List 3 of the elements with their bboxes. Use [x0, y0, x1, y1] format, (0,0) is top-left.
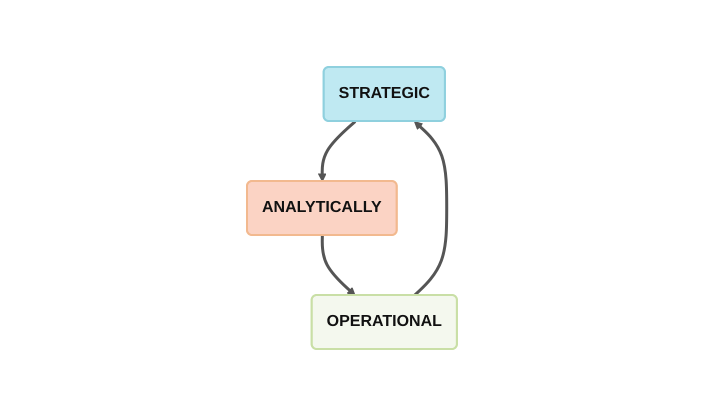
arrow	[320, 235, 356, 296]
arrow	[412, 121, 448, 297]
arrow	[317, 120, 356, 182]
